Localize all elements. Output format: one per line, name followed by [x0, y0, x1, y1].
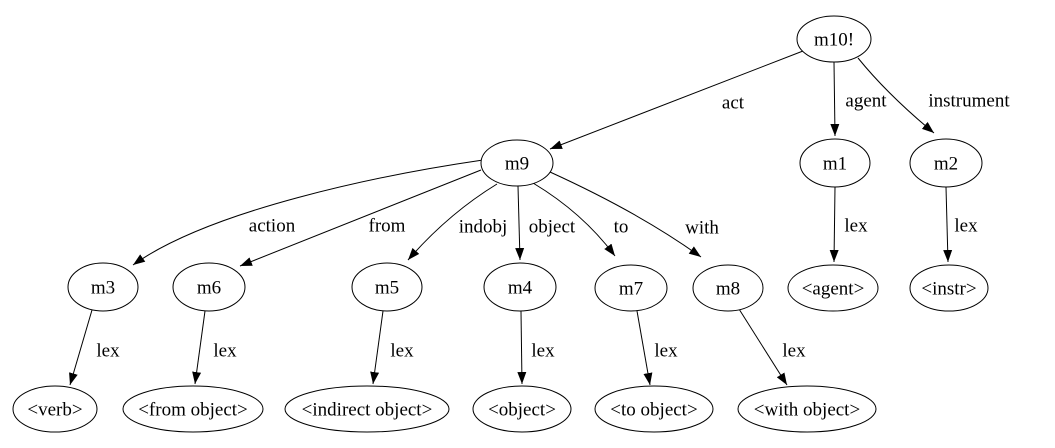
- node-to_object_leaf: <to object>: [594, 385, 714, 433]
- node-label-agent_leaf: <agent>: [802, 279, 865, 300]
- node-label-instr_leaf: <instr>: [921, 279, 976, 300]
- node-ellipse-with_object_leaf: [737, 385, 877, 433]
- node-object_leaf: <object>: [472, 385, 572, 433]
- node-ellipse-m1: [799, 138, 871, 188]
- node-from_object_leaf: <from object>: [122, 385, 264, 433]
- node-label-m8: m8: [716, 279, 740, 300]
- edge-label-m9-m8: with: [685, 218, 719, 239]
- node-label-m10: m10!: [814, 30, 854, 51]
- node-ellipse-m2: [909, 138, 983, 188]
- node-agent_leaf: <agent>: [787, 264, 879, 312]
- node-verb_leaf: <verb>: [12, 385, 98, 433]
- node-ellipse-m9: [480, 139, 554, 187]
- node-ellipse-m10: [796, 15, 872, 63]
- edge-label-m9-m6: from: [369, 216, 406, 237]
- node-instr_leaf: <instr>: [909, 264, 989, 312]
- node-label-m9: m9: [505, 154, 529, 175]
- edge-m9-m3: [132, 159, 484, 266]
- node-m5: m5: [351, 262, 423, 312]
- edge-m6-from_object_leaf: [192, 310, 206, 385]
- edge-label-m3-verb_leaf: lex: [96, 341, 120, 362]
- node-ellipse-to_object_leaf: [594, 385, 714, 433]
- node-label-m6: m6: [197, 278, 221, 299]
- node-ellipse-verb_leaf: [12, 385, 98, 433]
- node-m6: m6: [172, 262, 246, 312]
- node-label-m3: m3: [91, 278, 115, 299]
- node-ellipse-m8: [692, 264, 764, 312]
- edge-label-m5-indirect_object_leaf: lex: [390, 341, 414, 362]
- node-label-with_object_leaf: <with object>: [754, 400, 860, 421]
- node-m9: m9: [480, 139, 554, 187]
- edge-m8-with_object_leaf: [738, 308, 788, 386]
- node-m4: m4: [483, 262, 557, 312]
- node-m3: m3: [67, 262, 139, 312]
- node-label-m5: m5: [375, 278, 399, 299]
- edge-label-m1-agent_leaf: lex: [844, 216, 868, 237]
- edge-m2-instr_leaf: [943, 186, 953, 263]
- edge-m9-m5: [407, 183, 498, 261]
- node-label-indirect_object_leaf: <indirect object>: [302, 400, 433, 421]
- edge-m9-m8: [549, 171, 702, 258]
- edges-layer: act agent instrument action from indobj object…: [69, 50, 1010, 386]
- node-label-m4: m4: [508, 278, 533, 299]
- node-label-to_object_leaf: <to object>: [610, 400, 697, 421]
- edge-label-m9-m3: action: [249, 216, 296, 237]
- node-ellipse-m6: [172, 262, 246, 312]
- edge-m4-object_leaf: [517, 310, 527, 385]
- edge-label-m10-m2: instrument: [928, 91, 1010, 112]
- node-m1: m1: [799, 138, 871, 188]
- node-ellipse-m7: [594, 264, 668, 312]
- node-m7: m7: [594, 264, 668, 312]
- edge-label-m10-m9: act: [722, 93, 745, 114]
- edge-m10-m1: [830, 61, 840, 137]
- edge-m7-to_object_leaf: [636, 310, 653, 386]
- node-with_object_leaf: <with object>: [737, 385, 877, 433]
- edge-label-m9-m4: object: [529, 217, 576, 238]
- node-indirect_object_leaf: <indirect object>: [284, 385, 450, 433]
- edge-m9-m7: [532, 182, 616, 257]
- edge-m10-m9: [549, 50, 804, 150]
- node-m10: m10!: [796, 15, 872, 63]
- node-label-object_leaf: <object>: [488, 400, 556, 421]
- node-label-verb_leaf: <verb>: [27, 400, 82, 421]
- edge-label-m9-m5: indobj: [459, 217, 508, 238]
- node-m2: m2: [909, 138, 983, 188]
- node-m8: m8: [692, 264, 764, 312]
- edge-m9-m4: [515, 185, 525, 261]
- edge-label-m9-m7: to: [614, 217, 629, 238]
- node-ellipse-object_leaf: [472, 385, 572, 433]
- node-ellipse-m5: [351, 262, 423, 312]
- edge-label-m8-with_object_leaf: lex: [782, 341, 806, 362]
- node-ellipse-m3: [67, 262, 139, 312]
- edge-label-m7-to_object_leaf: lex: [654, 341, 678, 362]
- nodes-layer: m10! m9 m1 m2 m3 m6 m5 m4 m7 m8 <agent> <instr> <ver…: [12, 15, 989, 433]
- node-label-from_object_leaf: <from object>: [138, 400, 248, 421]
- edge-m1-agent_leaf: [829, 186, 839, 263]
- node-ellipse-m4: [483, 262, 557, 312]
- edge-label-m4-object_leaf: lex: [531, 341, 555, 362]
- node-label-m1: m1: [823, 154, 847, 175]
- node-ellipse-from_object_leaf: [122, 385, 264, 433]
- node-label-m2: m2: [934, 154, 958, 175]
- edge-m3-verb_leaf: [69, 309, 93, 386]
- node-label-m7: m7: [619, 279, 643, 300]
- edge-m5-indirect_object_leaf: [370, 310, 384, 385]
- edge-m9-m6: [239, 169, 482, 267]
- node-ellipse-agent_leaf: [787, 264, 879, 312]
- edge-m10-m2: [857, 57, 935, 134]
- edge-label-m10-m1: agent: [845, 91, 887, 112]
- node-ellipse-instr_leaf: [909, 264, 989, 312]
- edge-label-m6-from_object_leaf: lex: [213, 341, 237, 362]
- node-ellipse-indirect_object_leaf: [284, 385, 450, 433]
- edge-label-m2-instr_leaf: lex: [954, 216, 978, 237]
